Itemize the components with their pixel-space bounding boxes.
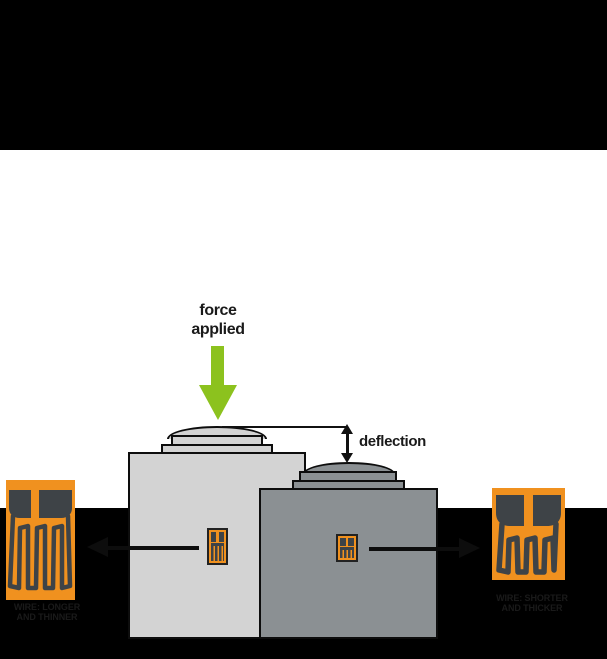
left-pointer-arrowhead-icon [87, 537, 108, 557]
force-arrow-icon [211, 346, 224, 386]
gauge-pad-icon [219, 532, 224, 542]
diagram-panel: force applied deflection [0, 150, 607, 639]
gauge-left-caption-line2: AND THINNER [16, 612, 78, 622]
left-pointer-arrow [105, 546, 199, 550]
right-pointer-arrowhead-icon [459, 538, 480, 558]
deflection-reference-line [222, 426, 348, 428]
gauge-pad-icon [348, 538, 354, 546]
mounted-strain-gauge-right [336, 534, 358, 562]
gauge-left-caption-line1: WIRE: LONGER [13, 602, 81, 612]
force-label-line1: force [199, 302, 237, 319]
gauge-wire-stripes-icon [211, 543, 224, 561]
force-applied-label: force applied [147, 301, 289, 339]
gauge-pad-icon [211, 532, 216, 542]
gauge-pad-icon [340, 538, 346, 546]
mounted-strain-gauge-left [207, 528, 228, 565]
deflection-label: deflection [359, 433, 426, 450]
deflection-arrow-up-icon [341, 424, 353, 434]
right-pointer-arrow [369, 547, 461, 551]
gauge-right-caption: WIRE: SHORTER AND THICKER [482, 593, 582, 613]
gauge-left-caption: WIRE: LONGER AND THINNER [0, 602, 94, 622]
deflection-arrow-down-icon [341, 453, 353, 463]
gauge-right-caption-line2: AND THICKER [501, 603, 563, 613]
strain-gauge-left-icon [6, 480, 75, 600]
gauge-right-caption-line1: WIRE: SHORTER [496, 593, 568, 603]
deflection-double-arrow-icon [346, 432, 349, 456]
dark-block-body [259, 488, 438, 639]
force-arrow-head-icon [199, 385, 237, 420]
gauge-wire-stripes-icon [340, 547, 354, 558]
force-label-line2: applied [191, 321, 245, 338]
strain-gauge-right-icon [492, 488, 565, 580]
